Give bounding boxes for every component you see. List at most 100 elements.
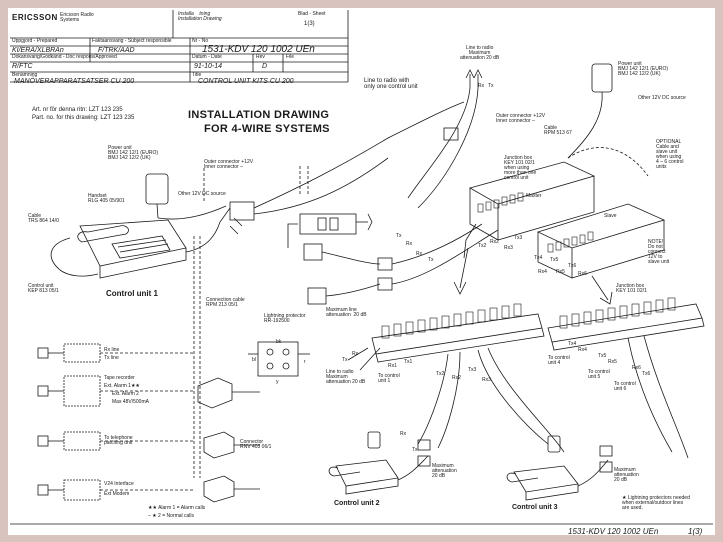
power-unit-left-label: Power unit BMJ 142 12/1 (EURO) BMJ 142 1…	[108, 145, 159, 161]
title-label: Title	[192, 72, 202, 78]
date-value: 91-10-14	[194, 63, 223, 70]
wire-label: Rx4	[578, 347, 587, 353]
to-cu1-label: To control unit 1	[378, 373, 400, 384]
connector-label: Connector RNV 403 06/1	[240, 439, 272, 450]
power-unit-left-drawing	[145, 173, 227, 220]
radio-equipment-drawing	[287, 213, 373, 248]
wire-label: Rx5	[556, 269, 565, 275]
note-label: NOTE! Do not connect 12V to slave unit	[648, 239, 670, 265]
wire-label: Tx6	[568, 263, 577, 269]
title-swedish: MANÖVERAPPARATSATSER CU 200	[14, 78, 135, 85]
date-label: Datum - Date	[192, 54, 222, 60]
pin-label-y: y	[276, 379, 279, 385]
lightning-protector-label: Lightning protector RR-192500	[264, 313, 306, 324]
arrows	[229, 225, 613, 305]
no-label: Nr - No	[192, 38, 209, 44]
pin-diagram	[248, 341, 310, 377]
max-volt-label: Max 48V/500mA	[112, 399, 149, 405]
master-label: Master	[526, 193, 542, 199]
wire-label: Rx3	[504, 245, 513, 251]
wire-label: Rx6	[578, 271, 587, 277]
telephone-label: To telephone patching unit	[104, 435, 133, 446]
slave-label: Slave	[604, 213, 617, 219]
line-to-radio-bottom-label: Line to radio Maximum attenuation 20 dB	[326, 369, 366, 385]
connector-devices	[197, 377, 260, 503]
control-unit-3-drawing	[506, 435, 613, 501]
wire-label: Rx4	[538, 269, 547, 275]
cable-label: Cable TRS 864 14/0	[28, 213, 59, 224]
checked-label: Dokansvarig/Godkänd - Doc respons/Approv…	[12, 54, 117, 60]
wire-label: Rx	[406, 241, 413, 247]
line-to-radio-top-label: Line to radio Maximum attenuation 20 dB	[460, 45, 500, 61]
legend-alarm-2: – ★ 2 = Normal calls	[148, 513, 195, 519]
wire-label: Rx2	[452, 375, 461, 381]
file-label: File	[286, 54, 295, 60]
wire-label: Rx5	[608, 359, 617, 365]
wire-label: Tx4	[534, 255, 543, 261]
connection-cable-label: Connection cable RPM 213 05/1	[206, 297, 245, 308]
wire-label: Rx	[416, 251, 423, 257]
wire-label: Rx	[478, 83, 485, 89]
power-unit-right-label: Power unit BMJ 142 12/1 (EURO) BMJ 142 1…	[618, 61, 669, 77]
v24-label: V24 Interface	[104, 481, 134, 487]
optional-label: OPTIONAL Cable and slave unit when using…	[656, 139, 684, 170]
accessory-blocks	[37, 343, 194, 501]
prepared-value: KI/ERA/XLBRAn	[12, 47, 64, 54]
wire-label: Tx4	[568, 341, 577, 347]
dashed-cables	[193, 166, 309, 478]
wire-label: Tx3	[514, 235, 523, 241]
optional-cable	[567, 147, 649, 177]
handset-label: Handset RLG 405 05/901	[88, 193, 125, 204]
wire-label: Tx	[412, 447, 418, 453]
doc-type: Installa tning Installation Drawing	[178, 11, 222, 22]
lightning-note: ★ Lightning protectors needed when exter…	[622, 495, 690, 511]
wire-label: Tx	[396, 233, 402, 239]
company-sub: Ericsson Radio Systems	[60, 12, 94, 23]
wire-label: Tx	[428, 257, 434, 263]
wire-label: Tx5	[598, 353, 607, 359]
art-number: Art. nr för denna ritn: LZT 123 235	[32, 107, 123, 113]
checked-value: R/FTC	[12, 63, 33, 70]
lightning-protectors	[303, 127, 499, 305]
wire-label: Rx	[352, 351, 359, 357]
wire-label: Tx6	[642, 371, 651, 377]
control-unit-1-label: Control unit 1	[106, 289, 158, 298]
control-unit-2-drawing	[328, 431, 431, 495]
to-cu5-label: To control unit 5	[588, 369, 610, 380]
junction-slave-label: Junction box KEY 101 02/1	[616, 283, 647, 294]
footer-sheet: 1(3)	[688, 527, 703, 536]
title-english: CONTROL UNIT KITS CU 200	[198, 78, 294, 85]
power-unit-right-drawing	[567, 63, 613, 159]
outer-connector-right-label: Outer connector +12V Inner connector –	[496, 113, 546, 124]
junction-master-label: Junction box KEY 101 02/1 when using mor…	[504, 155, 537, 181]
wire-label: Tx	[488, 83, 494, 89]
line-art	[10, 10, 713, 525]
ext-alarm-2-label: Ext. Alarm 2	[112, 391, 139, 397]
antenna-top	[407, 69, 483, 209]
wire-label: Rx2	[490, 239, 499, 245]
wire-label: Tx5	[550, 257, 559, 263]
strip-wires	[347, 335, 689, 459]
max-att-cu3: Maximum attenuation 20 dB	[614, 467, 639, 483]
max-att-cu2: Maximum attenuation 20 dB	[432, 463, 457, 479]
tx-line-label: Tx line	[104, 355, 119, 361]
wire-label: Rx	[400, 431, 407, 437]
to-cu6-label: To control unit 6	[614, 381, 636, 392]
ben-label: Benämning	[12, 72, 38, 78]
drawing-heading-1: INSTALLATION DRAWING	[188, 109, 330, 121]
rev-label: Rev	[256, 54, 265, 60]
master-junction-box	[463, 161, 596, 259]
sheet-label: Blad - Sheet	[298, 11, 326, 17]
legend-alarm-1: ★★ Alarm 1 = Alarm calls	[148, 505, 206, 511]
control-unit-1-drawing	[50, 207, 231, 279]
approved-label: Faktaansvarig - Subject responsible	[92, 38, 172, 44]
pin-label-bk: bk	[276, 339, 282, 345]
wire-label: Tx1	[404, 359, 413, 365]
max-line-label: Maximum line attenuation 20 dB	[326, 307, 367, 318]
footer-doc-number: 1531-KDV 120 1002 UEn	[568, 527, 659, 536]
to-cu4-label: To control unit 4	[548, 355, 570, 366]
control-unit-3-label: Control unit 3	[512, 504, 558, 511]
wire-label: Tx2	[478, 243, 487, 249]
other-dc-right-label: Other 12V DC source	[638, 95, 686, 101]
rev-value: D	[262, 63, 268, 70]
